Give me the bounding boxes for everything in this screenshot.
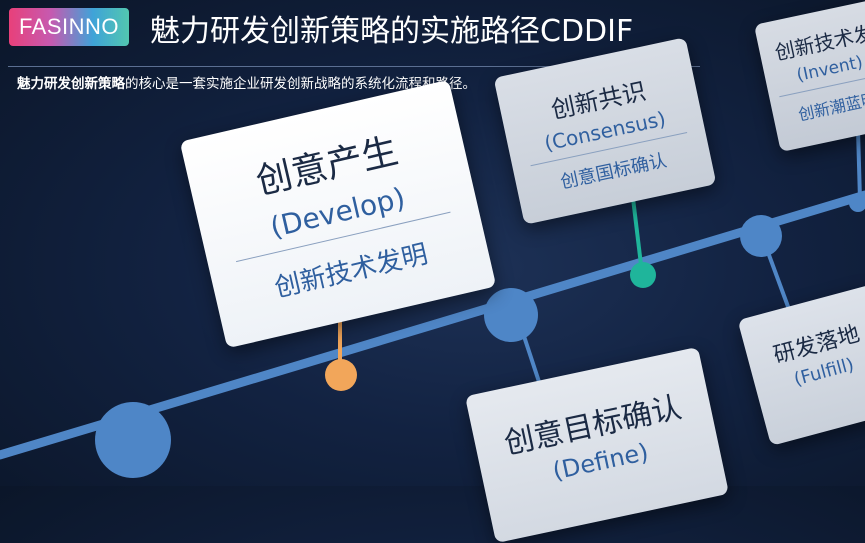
subtitle-bold: 魅力研发创新策略 [17,76,125,92]
timeline-node-fulfill [740,215,782,257]
timeline-node-consensus [630,262,656,288]
timeline-node-large [95,402,171,478]
connector-invent [856,129,862,201]
page-subtitle: 魅力研发创新策略的核心是一套实施企业研发创新战略的系统化流程和路径。 [17,72,476,92]
timeline-node-invent [849,194,865,212]
timeline-node-develop [325,359,357,391]
page-title: 魅力研发创新策略的实施路径CDDIF [150,14,634,49]
connector-consensus [630,189,644,274]
logo-text: FASINNO [18,14,120,39]
title-divider [8,66,700,67]
subtitle-text: 的核心是一套实施企业研发创新战略的系统化流程和路径。 [125,76,476,92]
timeline-node-define [484,288,538,342]
fasinno-logo: FASINNO [9,8,129,46]
